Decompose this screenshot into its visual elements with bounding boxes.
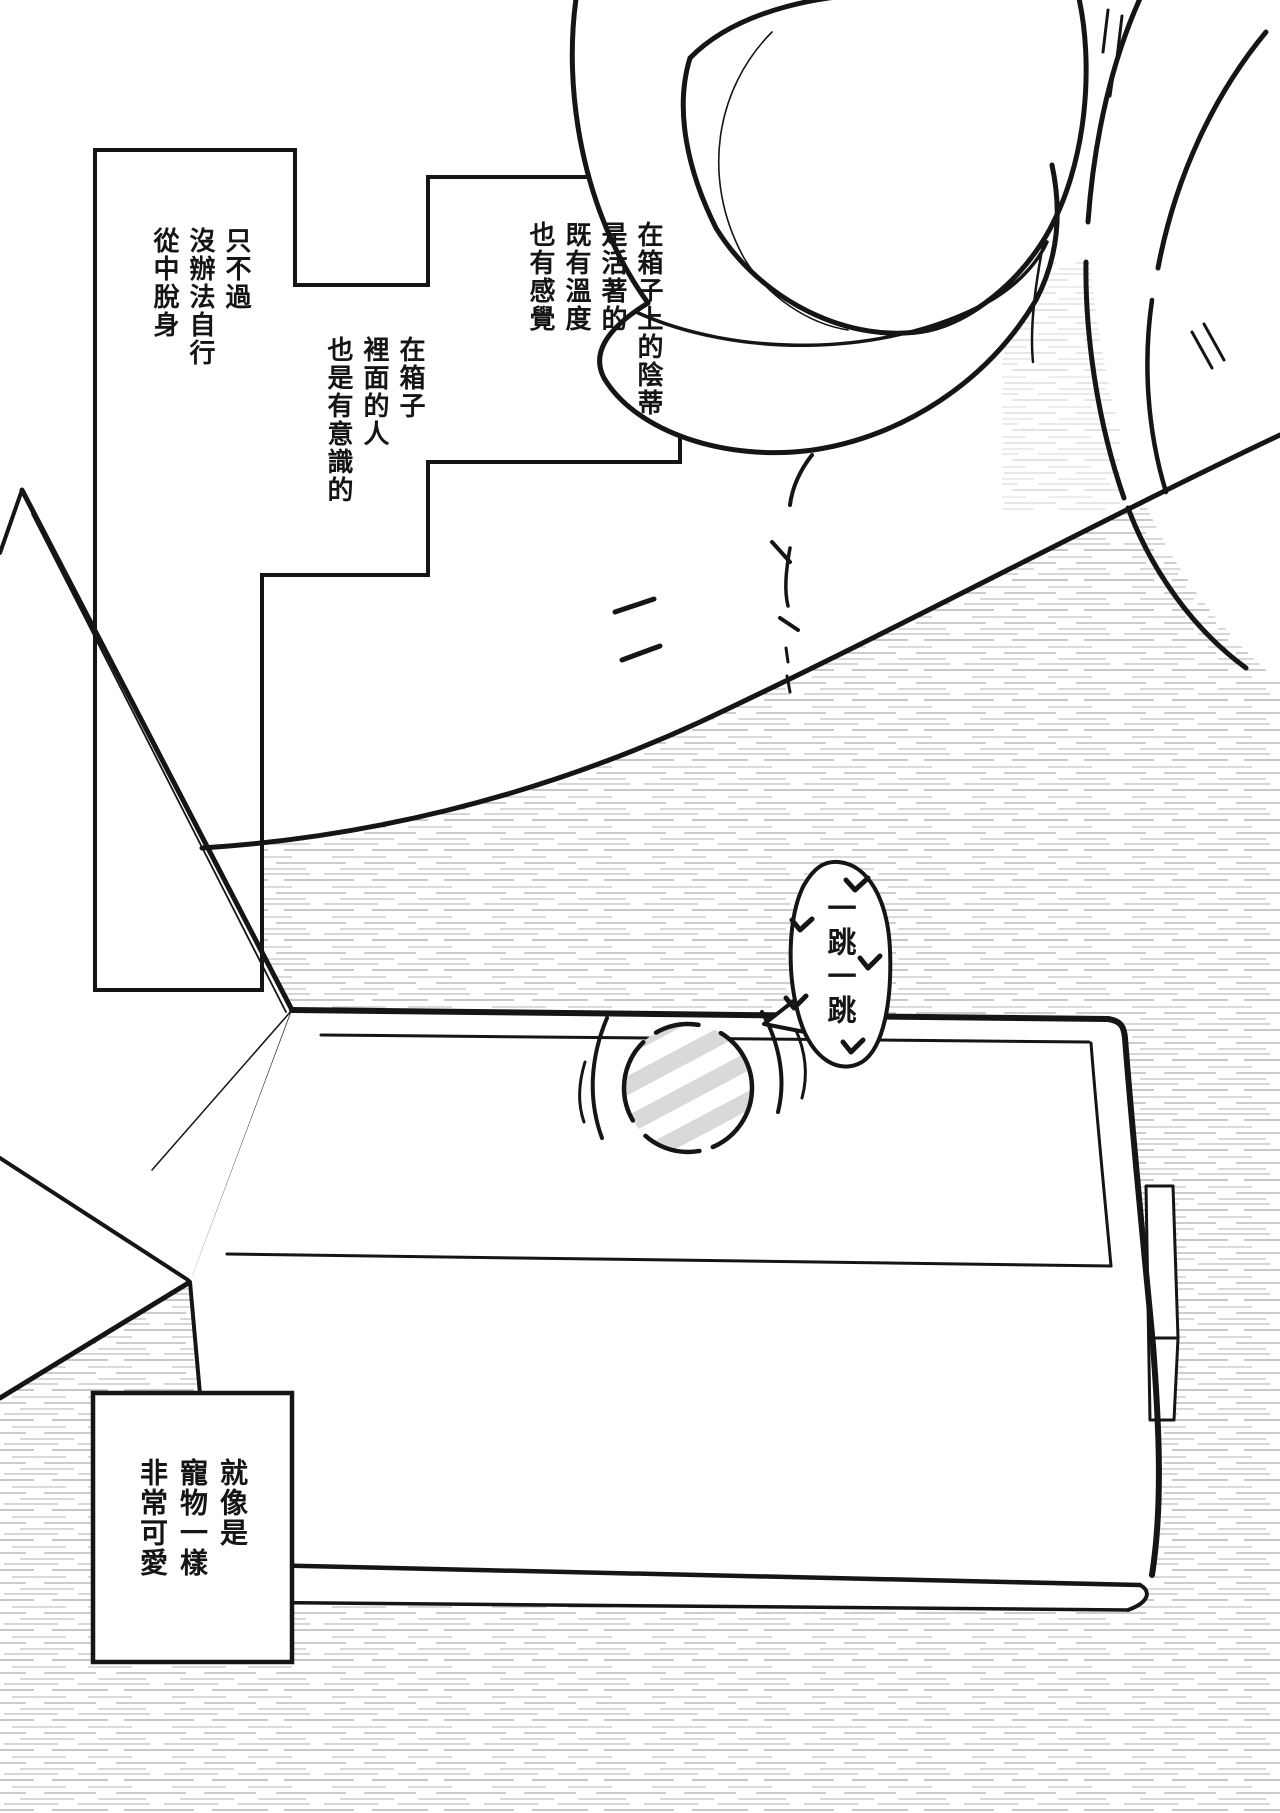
- narration-panel: [93, 148, 682, 992]
- narration-top-right: 在箱子上的陰蒂 是活著的 既有溫度 也有感覺: [525, 221, 663, 417]
- bouncing-ball: [578, 1010, 807, 1155]
- box-outer-rim: [289, 1007, 1162, 1578]
- palm-shape: [1050, 0, 1280, 683]
- hatch-ticks: [1101, 8, 1226, 370]
- caption-box: [90, 1390, 295, 1665]
- arm-bottom-curve: [199, 432, 1280, 851]
- narration-left: 只不過 沒辦法自行 從中脫身: [149, 227, 251, 367]
- ball-outline: [621, 1021, 755, 1155]
- narration-middle: 在箱子 裡面的人 也是有意識的: [323, 336, 425, 504]
- box-body: [190, 1010, 1159, 1585]
- box-base: [213, 1564, 1147, 1610]
- sfx-bubble-text: 一跳一跳: [823, 893, 857, 1029]
- bubble-accent-ticks: [783, 875, 883, 1055]
- motion-marks: [612, 453, 814, 694]
- hand-line-art: [199, 0, 1280, 851]
- sfx-bubble: [762, 859, 893, 1069]
- gift-box: [188, 1007, 1180, 1612]
- caption-text: 就像是 寵物一樣 非常可愛: [136, 1458, 249, 1578]
- fingertip-shape: [681, 0, 1089, 336]
- bubble-body: [788, 859, 893, 1069]
